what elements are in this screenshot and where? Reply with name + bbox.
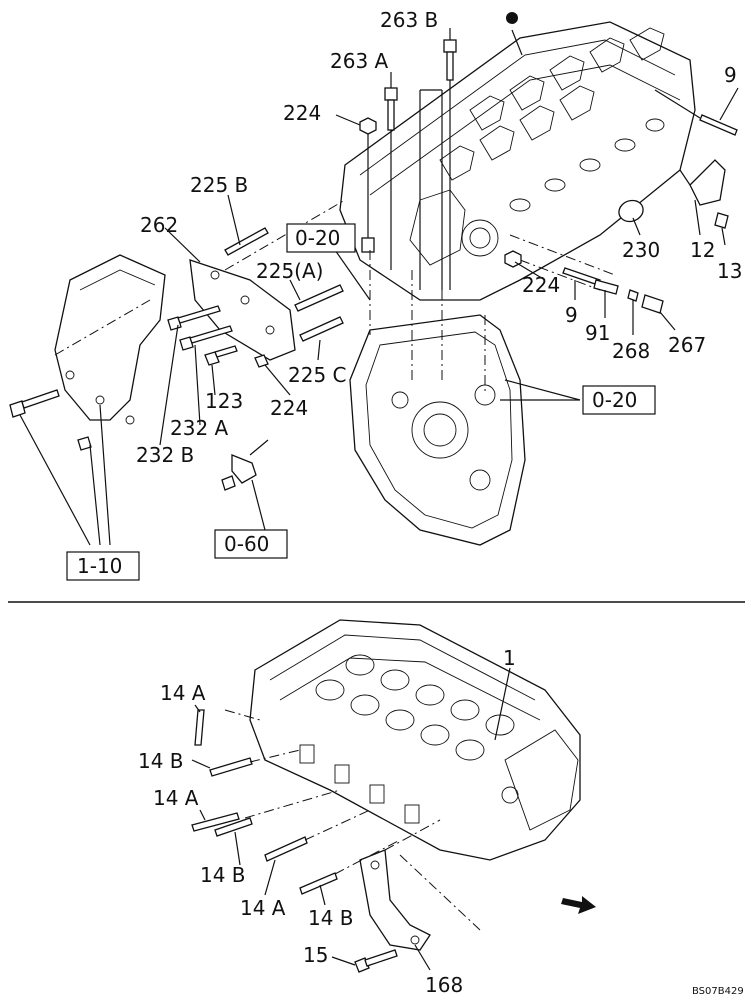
label-224-top: 224 bbox=[283, 101, 321, 125]
svg-text:0-20: 0-20 bbox=[592, 388, 637, 412]
engine-mount-bracket bbox=[54, 254, 166, 425]
label-168: 168 bbox=[425, 973, 463, 997]
new-part-dot-icon bbox=[506, 12, 518, 24]
label-13: 13 bbox=[717, 259, 742, 283]
bolts-263 bbox=[384, 39, 457, 290]
front-cover bbox=[349, 314, 526, 546]
drawing-code: BS07B429 bbox=[692, 986, 744, 997]
studs-14 bbox=[191, 709, 338, 895]
label-14b-3: 14 B bbox=[308, 906, 354, 930]
label-14a-2: 14 A bbox=[153, 786, 199, 810]
ref-box-1-10[interactable]: 1-10 bbox=[66, 551, 140, 581]
svg-text:0-60: 0-60 bbox=[224, 532, 269, 556]
label-12: 12 bbox=[690, 238, 715, 262]
label-232b: 232 B bbox=[136, 443, 194, 467]
front-direction-arrow-icon bbox=[561, 896, 596, 914]
label-225a: 225(A) bbox=[256, 259, 323, 283]
label-225c: 225 C bbox=[288, 363, 347, 387]
label-232a: 232 A bbox=[170, 416, 229, 440]
label-91: 91 bbox=[585, 321, 610, 345]
label-263b: 263 B bbox=[380, 8, 438, 32]
label-14a-3: 14 A bbox=[240, 896, 286, 920]
label-123: 123 bbox=[205, 389, 243, 413]
label-225b: 225 B bbox=[190, 173, 248, 197]
plate-168 bbox=[359, 849, 431, 951]
label-224-mid: 224 bbox=[270, 396, 308, 420]
ref-box-0-20-left[interactable]: 0-20 bbox=[286, 223, 356, 253]
cylinder-head-lower bbox=[249, 619, 581, 861]
plate-262 bbox=[189, 259, 296, 361]
label-14b-2: 14 B bbox=[200, 863, 246, 887]
label-14b-1: 14 B bbox=[138, 749, 184, 773]
label-224-right: 224 bbox=[522, 273, 560, 297]
label-230: 230 bbox=[622, 238, 660, 262]
label-267: 267 bbox=[668, 333, 706, 357]
ref-box-0-20-right[interactable]: 0-20 bbox=[582, 385, 656, 415]
label-1: 1 bbox=[503, 646, 516, 670]
label-15: 15 bbox=[303, 943, 328, 967]
svg-text:0-20: 0-20 bbox=[295, 226, 340, 250]
label-268: 268 bbox=[612, 339, 650, 363]
right-small-parts bbox=[504, 114, 738, 314]
label-14a-top: 14 A bbox=[160, 681, 206, 705]
label-9-top: 9 bbox=[724, 63, 737, 87]
label-262: 262 bbox=[140, 213, 178, 237]
sensor bbox=[231, 454, 257, 484]
ref-box-0-60[interactable]: 0-60 bbox=[214, 529, 288, 559]
bolts-232 bbox=[167, 305, 269, 368]
studs-225 bbox=[224, 227, 344, 342]
svg-text:1-10: 1-10 bbox=[77, 554, 122, 578]
label-263a: 263 A bbox=[330, 49, 389, 73]
nut-224-icon bbox=[359, 117, 377, 135]
label-9-mid: 9 bbox=[565, 303, 578, 327]
